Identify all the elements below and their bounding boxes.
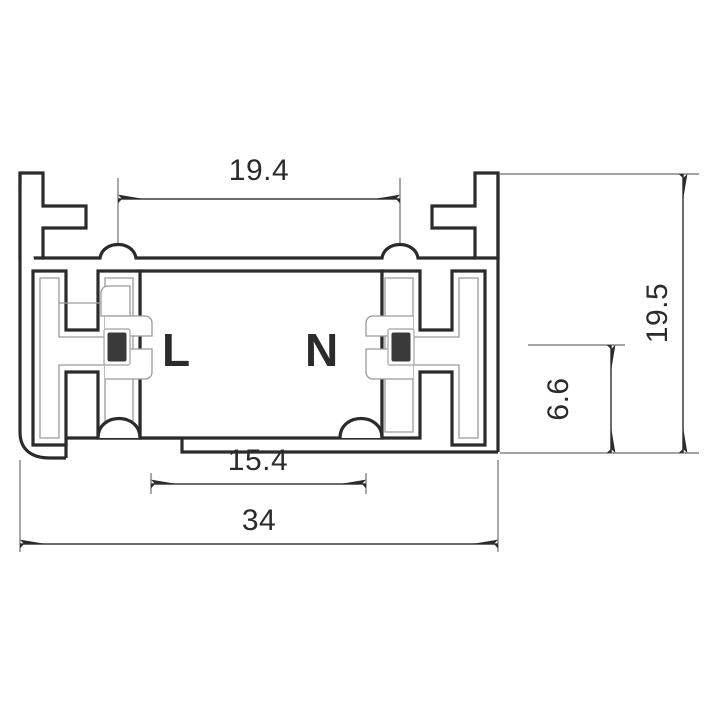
dimension-19-4: 19.4 (117, 154, 401, 243)
dimension-15-4: 15.4 (150, 444, 367, 494)
dim-label-19-4: 19.4 (229, 154, 289, 187)
neutral-pole-label: N (305, 324, 338, 376)
neutral-conductor-bar (391, 332, 411, 362)
dim-label-6-6: 6.6 (542, 377, 575, 420)
live-conductor-bar (107, 332, 127, 362)
left-bottom-lug (96, 416, 142, 439)
dim-label-15-4: 15.4 (228, 444, 288, 477)
right-top-hook (430, 171, 500, 260)
dim-label-19-5: 19.5 (641, 283, 674, 343)
live-pole-label: L (162, 324, 190, 376)
live-conductor-group (103, 328, 131, 366)
neutral-conductor-group (387, 328, 415, 366)
profile-body-group (18, 171, 500, 460)
dimension-19-5: 19.5 (500, 173, 699, 454)
dimension-6-6: 6.6 (528, 344, 625, 453)
dim-label-34: 34 (242, 504, 276, 537)
left-contact-fork (59, 285, 131, 317)
right-bottom-lug (338, 416, 384, 439)
top-web-with-bumps (43, 243, 475, 260)
dimension-34: 34 (19, 460, 499, 552)
